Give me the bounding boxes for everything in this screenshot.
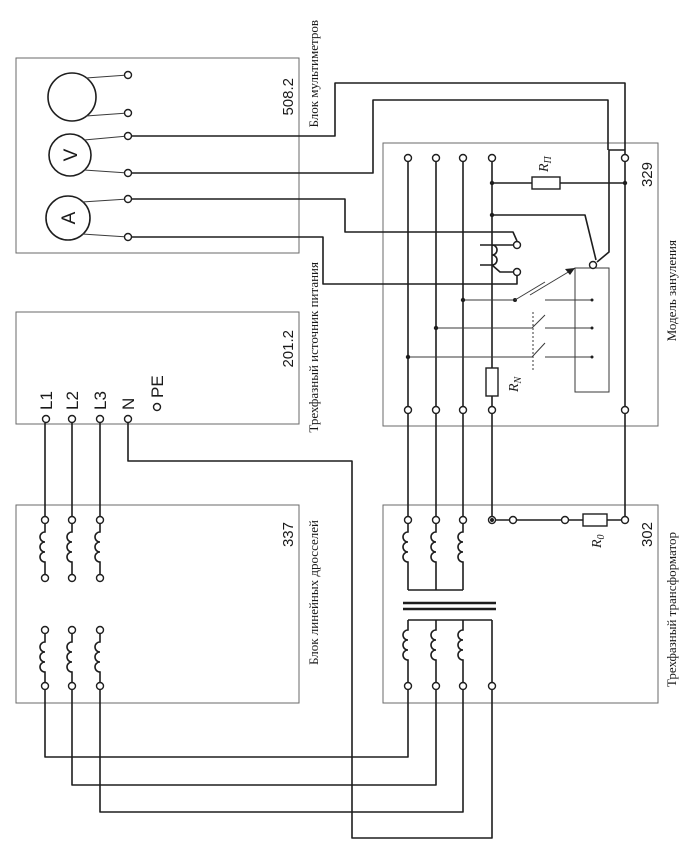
terminal-l1-label: L1 bbox=[37, 391, 56, 410]
ammeter-icon: A bbox=[59, 211, 80, 224]
wire-l3-choke-to-transformer bbox=[99, 690, 464, 813]
wire-ammeter-bottom bbox=[132, 236, 518, 285]
zeroing-model: RN RП bbox=[403, 149, 630, 415]
transformer-block-title: Трехфазный трансформатор bbox=[664, 532, 679, 687]
wire-ammeter-top bbox=[132, 198, 518, 242]
voltmeter: V bbox=[48, 131, 133, 178]
choke-block-number: 337 bbox=[280, 522, 297, 547]
voltmeter-icon: V bbox=[61, 148, 82, 161]
wire-voltmeter-top bbox=[132, 82, 626, 154]
terminal-n-label: N bbox=[119, 398, 138, 410]
wire-l1-choke-to-transformer bbox=[44, 690, 409, 758]
terminal-pe-label: PE bbox=[148, 375, 167, 398]
terminal-l3-label: L3 bbox=[91, 391, 110, 410]
power-terminals: L1 L2 L3 N PE bbox=[37, 375, 167, 424]
transformer: R0 bbox=[402, 513, 630, 691]
resistor-r0 bbox=[582, 513, 608, 527]
power-source-block bbox=[15, 311, 300, 425]
choke-block bbox=[15, 504, 300, 704]
power-block-number: 201.2 bbox=[280, 330, 297, 368]
choke-coils bbox=[39, 423, 105, 691]
terminal-l2-label: L2 bbox=[63, 391, 82, 410]
rp-label: RП bbox=[537, 155, 554, 173]
transformer-block bbox=[382, 504, 659, 704]
wire-neutral bbox=[127, 423, 493, 839]
ammeter: A bbox=[45, 194, 133, 242]
wire-l2-choke-to-transformer bbox=[71, 690, 437, 786]
resistor-rp bbox=[531, 176, 561, 190]
transformer-block-number: 302 bbox=[639, 522, 656, 547]
model-block-number: 329 bbox=[639, 162, 656, 187]
multimeter-block bbox=[15, 57, 300, 254]
multimeter-1 bbox=[47, 70, 133, 122]
rn-label: RN bbox=[507, 375, 524, 393]
power-block-title: Трехфазный источник питания bbox=[306, 262, 321, 433]
choke-block-title: Блок линейных дросселей bbox=[306, 520, 321, 665]
multimeter-block-title: Блок мультиметров bbox=[306, 20, 321, 128]
wire-voltmeter-bottom bbox=[132, 99, 609, 174]
multimeter-block-number: 508.2 bbox=[280, 78, 297, 116]
r0-label: R0 bbox=[590, 534, 607, 549]
model-block-title: Модель зануления bbox=[664, 240, 679, 341]
resistor-rn bbox=[485, 367, 499, 397]
load-box bbox=[574, 267, 610, 393]
